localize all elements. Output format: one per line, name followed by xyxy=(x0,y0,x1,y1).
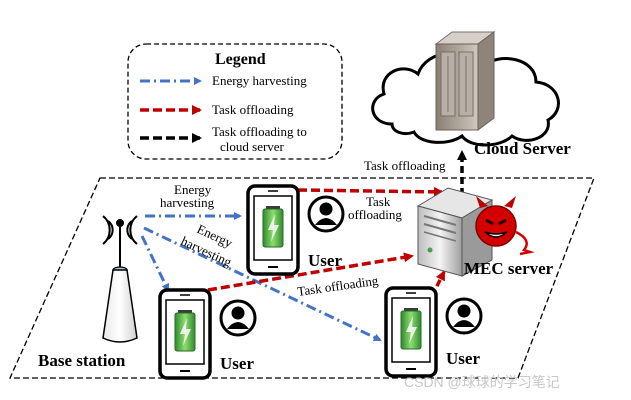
user-avatar-icon-top xyxy=(307,195,345,233)
user-top-label: User xyxy=(308,251,342,270)
user-avatar-icon-left xyxy=(219,299,257,337)
base-station-label: Base station xyxy=(38,351,126,370)
smartphone-icon-left-user xyxy=(158,288,212,380)
cloud-offload-label: Task offloading xyxy=(364,158,446,173)
energy-top-label-1: Energy xyxy=(174,182,212,197)
battery-icon xyxy=(174,309,196,352)
user-avatar-icon-right xyxy=(445,297,483,335)
battery-icon xyxy=(262,205,284,248)
mec-coverage-area xyxy=(8,177,595,379)
offload-top-label-2: offloading xyxy=(348,207,402,222)
user-right-label: User xyxy=(446,349,480,368)
watermark: CSDN @球球的学习笔记 xyxy=(404,374,560,390)
legend-energy-label: Energy harvesting xyxy=(212,73,307,88)
legend-cloud-label-1: Task offloading to xyxy=(212,124,307,139)
mec-server-label: MEC server xyxy=(464,259,554,278)
offload-top-label-1: Task xyxy=(366,194,391,209)
offload-arrow-top-user xyxy=(297,186,444,197)
server-rack-icon xyxy=(434,31,496,131)
offload-arrow-left-user xyxy=(207,252,414,292)
mec-server-icon xyxy=(416,187,494,277)
battery-icon xyxy=(400,307,422,350)
antenna-tower-icon xyxy=(102,215,138,343)
cloud-server-label: Cloud Server xyxy=(474,139,571,158)
legend-box xyxy=(127,43,343,160)
offload-diag-label: Task offloading xyxy=(296,273,379,299)
legend-cloud-label-2: cloud server xyxy=(220,139,285,154)
energy-arrow-right-user xyxy=(143,226,382,342)
devil-icon xyxy=(475,196,535,256)
energy-top-label-2: harvesting xyxy=(160,195,215,210)
user-left-label: User xyxy=(220,354,254,373)
legend-title: Legend xyxy=(215,51,266,68)
smartphone-icon-top-user xyxy=(246,184,300,276)
legend-offload-label: Task offloading xyxy=(212,102,294,117)
legend: Legend Energy harvesting Task offloading… xyxy=(127,43,343,160)
energy-arrow-left-user xyxy=(140,235,170,292)
smartphone-icon-right-user xyxy=(384,286,438,378)
